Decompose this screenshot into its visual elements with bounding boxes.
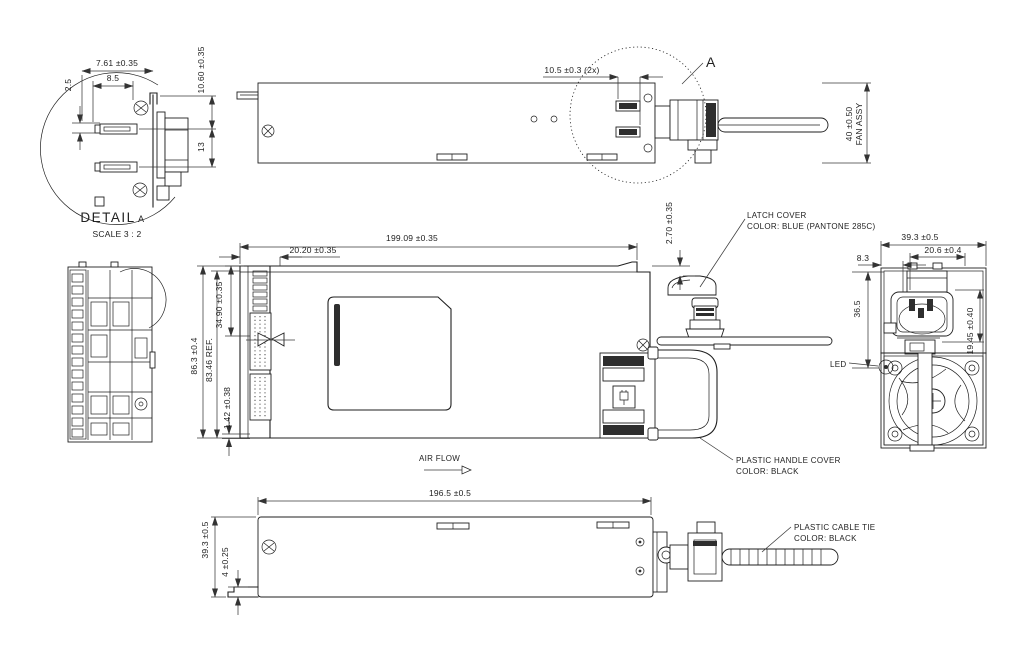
fan-screw-icon	[887, 360, 980, 442]
screw-icon	[636, 338, 650, 352]
detail-callout-label: A	[706, 54, 716, 70]
dim-detail-pin-offset: 7.61 ±0.35	[96, 58, 138, 68]
dim-plan-latch-protrusion: 2.70 ±0.35	[664, 202, 674, 244]
bottom-view: 196.5 ±0.5 39.3 ±0.5 4 ±0.25 PLASTIC CAB…	[200, 488, 875, 615]
air-flow-arrow-icon	[424, 465, 472, 475]
latch-cover	[667, 275, 717, 296]
dim-rear-latch-height: 36.5	[852, 300, 862, 317]
plan-view: 199.09 ±0.35 20.20 ±0.35 34.90 ±0.35 86.…	[189, 202, 875, 476]
detail-callout-circle	[569, 46, 707, 184]
dim-detail-tab-offset: 10.60 ±0.35	[196, 46, 206, 93]
dim-rear-inlet-offset: 20.6 ±0.4	[924, 245, 961, 255]
label-air-flow: AIR FLOW	[419, 454, 460, 463]
dim-plan-conn-height: 34.90 ±0.35	[214, 281, 224, 328]
detail-scale: SCALE 3 : 2	[93, 229, 142, 239]
dim-plan-body-width: 86.3 ±0.4	[189, 337, 199, 374]
product-label	[327, 296, 452, 411]
label-latch-cover-color: COLOR: BLUE (PANTONE 285C)	[747, 222, 875, 231]
connector-pin-block	[249, 312, 272, 421]
led-indicator	[878, 359, 894, 375]
top-view: A 10.5 ±0.3 (2x) 40 ±0.50 FAN ASSY	[236, 46, 871, 184]
cable-tie	[721, 548, 839, 566]
dim-top-height: 40 ±0.50	[844, 107, 854, 142]
plug-icon	[612, 385, 636, 409]
dim-top-height-label: FAN ASSY	[854, 103, 864, 146]
dim-bottom-length: 196.5 ±0.5	[429, 488, 471, 498]
fan	[880, 352, 987, 452]
dim-plan-conn-offset: 20.20 ±0.35	[289, 245, 336, 255]
dim-detail-slot-pitch: 13	[196, 142, 206, 152]
dim-detail-pin-spacing: 8.5	[107, 73, 119, 83]
label-handle-cover-color: COLOR: BLACK	[736, 467, 799, 476]
screw-icon	[132, 100, 149, 198]
dim-plan-body-width-ref: 83.46 REF.	[204, 338, 214, 382]
thumbscrew	[257, 332, 271, 347]
label-led: LED	[830, 360, 846, 369]
dim-top-slot: 10.5 ±0.3 (2x)	[544, 65, 599, 75]
emi-fingers	[252, 270, 268, 312]
detail-title: DETAIL	[80, 210, 135, 225]
dim-plan-length: 199.09 ±0.35	[386, 233, 438, 243]
dim-rear-edge-offset: 8.3	[857, 253, 869, 263]
ac-inlet-block	[599, 352, 656, 439]
front-view	[67, 261, 167, 443]
label-cable-tie-color: COLOR: BLACK	[794, 534, 857, 543]
dim-rear-width: 39.3 ±0.5	[901, 232, 938, 242]
latch-assembly	[654, 99, 829, 164]
rear-view: 39.3 ±0.5 20.6 ±0.4 8.3 36.5 19.45 ±0.40…	[830, 232, 987, 452]
dim-detail-slot-offset: 2.5	[63, 79, 73, 91]
detail-a-view: 7.61 ±0.35 8.5 2.5 10.60 ±0.35 13 DETAIL…	[40, 46, 216, 239]
handle	[647, 346, 718, 441]
dim-bottom-foot: 4 ±0.25	[220, 547, 230, 577]
dim-bottom-width: 39.3 ±0.5	[200, 521, 210, 558]
screw-icon	[261, 124, 275, 138]
label-cable-tie: PLASTIC CABLE TIE	[794, 523, 875, 532]
label-latch-cover: LATCH COVER	[747, 211, 807, 220]
screw-icon	[643, 93, 653, 153]
screw-icon	[261, 537, 645, 576]
dim-rear-inlet-height: 19.45 ±0.40	[965, 307, 975, 354]
cable-tie-latch	[652, 521, 723, 593]
dim-plan-pcb-edge: 1.42 ±0.38	[222, 387, 232, 429]
card-edge-fingers	[71, 273, 84, 438]
label-handle-cover: PLASTIC HANDLE COVER	[736, 456, 841, 465]
ac-inlet	[890, 270, 954, 337]
latch-knob	[685, 297, 725, 342]
pull-rod	[656, 336, 833, 346]
detail-title-suffix: A	[138, 214, 144, 224]
